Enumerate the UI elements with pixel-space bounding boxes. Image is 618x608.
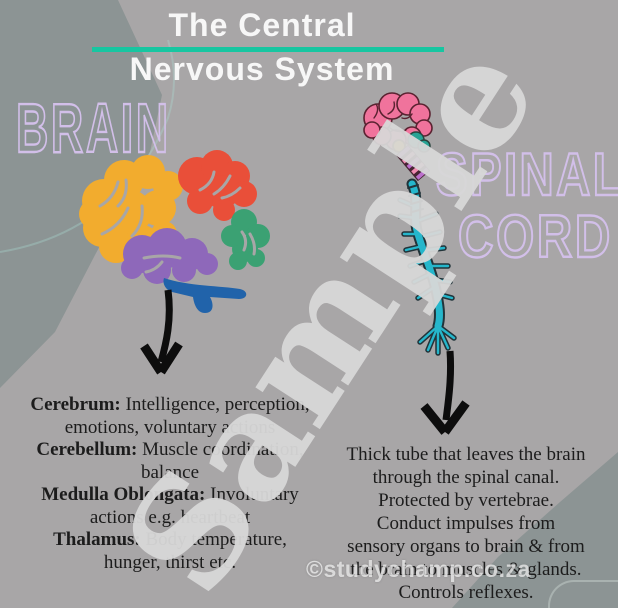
fact-term: Cerebellum: — [36, 439, 138, 460]
brain-illustration — [79, 150, 270, 313]
fact-cerebellum-line1: Cerebellum: Muscle coordination, — [10, 439, 330, 462]
fact-term: Medulla Oblongata: — [41, 484, 206, 505]
fact-text: Intelligence, perception, — [125, 394, 310, 415]
desc-line: Conduct impulses from — [376, 513, 556, 534]
spinal-cord-illustration — [363, 92, 457, 356]
brain-facts-text: Cerebrum: Intelligence, perception, emot… — [10, 394, 330, 574]
fact-thalamus-line1: Thalamus: Body temperature, — [10, 529, 330, 552]
desc-line: Controls reflexes. — [398, 582, 534, 603]
decorative-curve — [0, 39, 175, 253]
desc-line: sensory organs to brain & from — [347, 536, 585, 557]
spinal-cord-column — [397, 178, 457, 356]
brain-fold-lines — [98, 170, 256, 274]
site-watermark: ©studychamp.co.za — [306, 556, 531, 582]
pituitary-dot — [392, 139, 406, 153]
fact-term: Thalamus: — [53, 529, 141, 550]
fact-text: Involuntary — [210, 484, 299, 505]
fact-text: Muscle coordination, — [142, 439, 304, 460]
down-arrow-icon-brain — [140, 289, 183, 375]
desc-line: through the spinal canal. — [372, 467, 560, 488]
fact-term: Cerebrum: — [30, 394, 121, 415]
fact-cerebrum-line1: Cerebrum: Intelligence, perception, — [10, 394, 330, 417]
fact-text: Body temperature, — [145, 529, 287, 550]
poster-title-line1: The Central — [168, 7, 356, 43]
fact-medulla-line1: Medulla Oblongata: Involuntary — [10, 484, 330, 507]
desc-line: Thick tube that leaves the brain — [346, 444, 586, 465]
poster-title-line2: Nervous System — [129, 51, 395, 87]
fact-cerebrum-line2: emotions, voluntary actions — [64, 416, 276, 438]
spinal-heading-line1: SPINAL — [435, 140, 618, 209]
fact-medulla-line2: actions e.g. heartbeat — [89, 506, 251, 528]
desc-line: the brain to muscles & glands. — [350, 559, 582, 580]
desc-line: Protected by vertebrae. — [378, 490, 554, 511]
fact-thalamus-line2: hunger, thirst etc. — [103, 551, 237, 573]
brain-heading: BRAIN — [15, 88, 171, 168]
spinal-heading-line2: CORD — [457, 202, 613, 271]
spinal-description-text: Thick tube that leaves the brain through… — [318, 443, 614, 604]
fact-cerebellum-line2: balance — [140, 461, 199, 483]
down-arrow-icon-spinal — [420, 350, 470, 435]
brainstem-blue — [163, 278, 247, 313]
title-underline — [92, 47, 444, 52]
cerebellum-teal — [407, 131, 431, 153]
brainstem-striped — [395, 144, 431, 182]
